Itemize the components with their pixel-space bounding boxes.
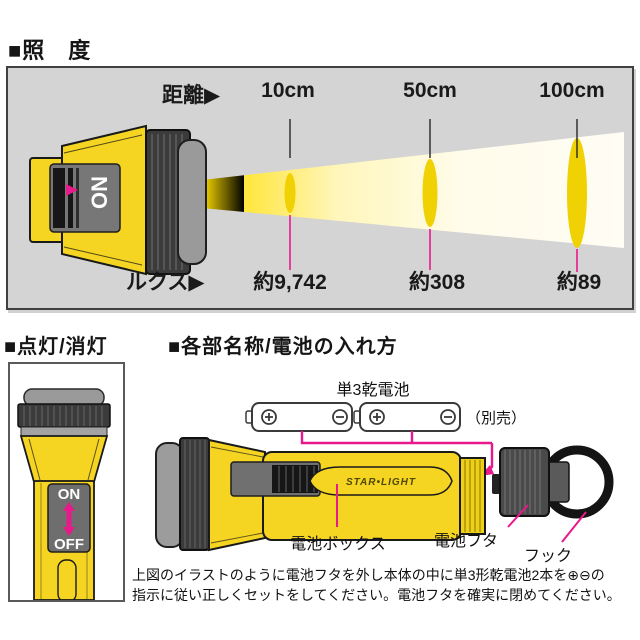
label-pointer-lines (336, 484, 587, 543)
beam-diagram: ON (29, 119, 624, 276)
hook-label: フック (524, 548, 573, 565)
beam-spot-100cm (567, 138, 587, 248)
off-label: OFF (54, 536, 84, 553)
arrow-down-icon (63, 527, 75, 536)
switch-stripe (76, 168, 79, 228)
parts-diagram: STAR•LIGHT (155, 402, 614, 552)
power-section-title: ■点灯/消灯 (4, 336, 108, 358)
instructions-line-1: 上図のイラストのように電池フタを外し本体の中に単3形乾電池2本を⊕⊖の (132, 567, 605, 583)
brand-logo-text: STAR•LIGHT (346, 477, 416, 488)
head-ribs (184, 440, 206, 548)
minus-terminal-icon (332, 409, 348, 425)
beam-spot-10cm (284, 173, 296, 213)
battery-2 (353, 402, 461, 432)
lux-value-50cm: 約308 (408, 271, 466, 294)
distance-value-100cm: 100cm (539, 79, 605, 102)
light-beam (202, 132, 624, 248)
switch-on-text: ON (87, 176, 112, 209)
battery-1 (245, 402, 353, 432)
arrow-up-icon (63, 502, 75, 511)
flashlight-front-view: ON OFF (17, 388, 111, 600)
distance-value-10cm: 10cm (261, 79, 315, 102)
lid-ribs (504, 450, 541, 514)
plus-terminal-icon (261, 409, 277, 425)
onoff-illustration-box: ON OFF (8, 362, 125, 602)
thread-lines (464, 460, 481, 532)
band-ribs (23, 406, 103, 426)
lux-pointer-lines (289, 215, 578, 272)
logo-panel (309, 466, 453, 496)
flashlight-side-view: STAR•LIGHT (155, 437, 486, 552)
lux-value-10cm: 約9,742 (253, 271, 327, 294)
distance-pointer-lines (289, 119, 578, 158)
lux-row-label: ルクス▶ (126, 271, 205, 294)
instructions-line-2: 指示に従い正しくセットをしてください。電池フタを確実に閉めてください。 (132, 587, 621, 604)
head-light-ring (20, 426, 108, 437)
battery-lid-label: 電池フタ (434, 533, 499, 550)
lid-clip (492, 474, 500, 494)
handle-slot-detail (57, 559, 77, 600)
lux-value-100cm: 約89 (556, 271, 602, 294)
slide-arrow-icon (66, 184, 78, 196)
switch-recess (49, 163, 121, 233)
instructions-text: 上図のイラストのように電池フタを外し本体の中に単3形乾電池2本を⊕⊖の 指示に従… (132, 565, 621, 606)
plus-terminal-icon (369, 409, 385, 425)
beam-spot-50cm (422, 159, 438, 227)
switch-stripe (68, 168, 73, 228)
switch-knob (53, 168, 65, 228)
on-label: ON (58, 486, 81, 503)
flashlight-top-view: ON (29, 124, 207, 276)
parts-section-title: ■各部名称/電池の入れ方 (168, 336, 398, 358)
head-front-rim (155, 442, 184, 548)
head-ribs (151, 134, 183, 270)
lid-hub (546, 461, 570, 503)
distance-row-label: 距離▶ (162, 84, 221, 107)
tail-threads (459, 457, 486, 535)
battery-type-label: 単3乾電池 (336, 382, 410, 399)
head-front-rim (177, 139, 207, 265)
minus-terminal-icon (440, 409, 456, 425)
battery-box-label: 電池ボックス (290, 536, 386, 553)
sold-separately-label: （別売） (466, 410, 527, 427)
illuminance-section-title: ■照 度 (8, 38, 92, 63)
battery-lid-assembly (492, 445, 614, 519)
distance-value-50cm: 50cm (403, 79, 457, 102)
